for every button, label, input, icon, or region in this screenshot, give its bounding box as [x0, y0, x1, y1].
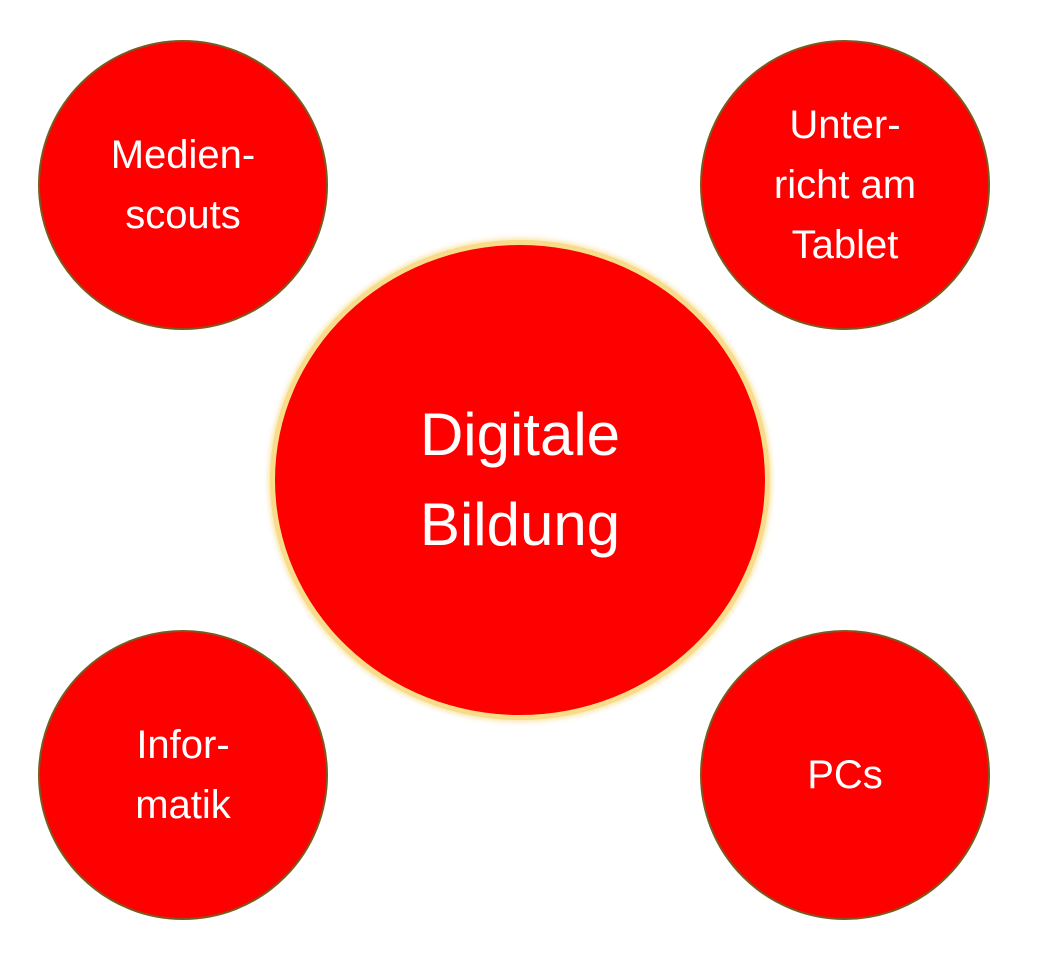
node-medienscouts-line-2: scouts — [125, 193, 241, 237]
center-node-label: Digitale Bildung — [420, 390, 620, 570]
node-unterricht-line-3: Tablet — [791, 223, 899, 267]
center-node-line-2: Bildung — [419, 491, 621, 558]
node-medienscouts-line-1: Medien- — [110, 133, 256, 177]
node-informatik-line-1: Infor- — [136, 723, 230, 767]
node-unterricht-am-tablet: Unter- richt am Tablet — [700, 40, 990, 330]
node-informatik-label: Infor- matik — [135, 715, 231, 835]
node-pcs: PCs — [700, 630, 990, 920]
node-medienscouts: Medien- scouts — [38, 40, 328, 330]
node-informatik-line-2: matik — [135, 783, 231, 827]
center-node-line-1: Digitale — [419, 401, 621, 468]
node-unterricht-am-tablet-label: Unter- richt am Tablet — [774, 95, 916, 275]
node-unterricht-line-1: Unter- — [789, 103, 901, 147]
node-pcs-line-1: PCs — [807, 753, 883, 797]
node-unterricht-line-2: richt am — [773, 163, 917, 207]
node-pcs-label: PCs — [807, 745, 883, 805]
node-medienscouts-label: Medien- scouts — [111, 125, 256, 245]
node-informatik: Infor- matik — [38, 630, 328, 920]
center-node-digitale-bildung: Digitale Bildung — [270, 240, 770, 720]
